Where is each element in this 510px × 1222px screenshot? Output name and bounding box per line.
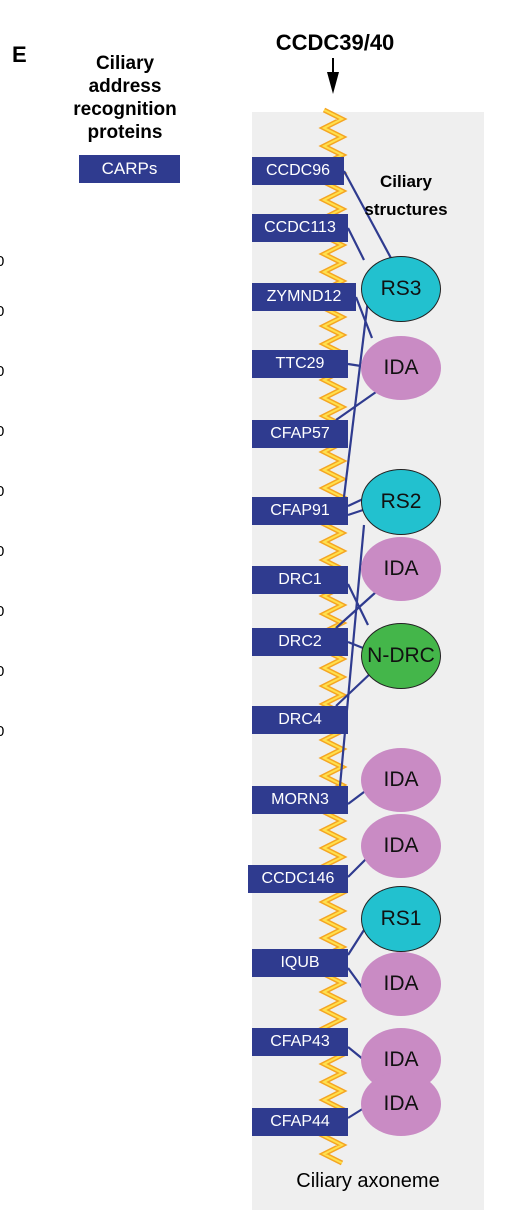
left-edge-tick: 0 (0, 363, 5, 380)
down-arrow-icon (327, 72, 339, 94)
connection-line (335, 671, 373, 707)
left-edge-tick: 0 (0, 543, 5, 560)
connection-line (354, 296, 374, 339)
legend-title-line: recognition (73, 99, 177, 120)
legend-title: Ciliary address recognition proteins (50, 52, 200, 144)
connection-line (347, 498, 364, 507)
legend-title-line: proteins (87, 122, 163, 143)
protein-box-ccdc96: CCDC96 (252, 157, 344, 185)
structure-rs1: RS1 (361, 886, 441, 952)
protein-box-cfap43: CFAP43 (252, 1028, 348, 1056)
protein-box-ccdc146: CCDC146 (248, 865, 348, 893)
legend-title-line: address (88, 76, 162, 97)
left-edge-tick: 0 (0, 723, 5, 740)
structure-rs3: RS3 (361, 256, 441, 322)
protein-box-drc2: DRC2 (252, 628, 348, 656)
protein-box-iqub: IQUB (252, 949, 348, 977)
structure-ida: IDA (361, 336, 441, 400)
protein-box-drc1: DRC1 (252, 566, 348, 594)
protein-box-morn3: MORN3 (252, 786, 348, 814)
left-edge-tick: 0 (0, 303, 5, 320)
left-edge-tick: 0 (0, 423, 5, 440)
top-label: CCDC39/40 (275, 30, 395, 55)
protein-box-cfap44: CFAP44 (252, 1108, 348, 1136)
protein-box-cfap57: CFAP57 (252, 420, 348, 448)
structures-label-line: Ciliary (380, 172, 432, 191)
protein-box-drc4: DRC4 (252, 706, 348, 734)
structures-label-line: structures (364, 200, 448, 219)
structures-label: Ciliary structures (360, 168, 452, 224)
protein-box-ttc29: TTC29 (252, 350, 348, 378)
connection-line (343, 170, 393, 261)
connection-line (338, 524, 366, 787)
structure-ndrc: N-DRC (361, 623, 441, 689)
protein-box-ccdc113: CCDC113 (252, 214, 348, 242)
structure-ida: IDA (361, 748, 441, 812)
structure-ida: IDA (361, 952, 441, 1016)
left-edge-tick: 0 (0, 483, 5, 500)
axoneme-label: Ciliary axoneme (296, 1170, 440, 1192)
structure-ida: IDA (361, 814, 441, 878)
connection-line (347, 362, 362, 368)
protein-box-zymnd12: ZYMND12 (252, 283, 356, 311)
legend-carps-box: CARPs (79, 155, 180, 183)
left-edge-tick: 0 (0, 603, 5, 620)
legend-title-line: Ciliary (95, 53, 155, 74)
structure-ida: IDA (361, 537, 441, 601)
left-edge-tick: 0 (0, 663, 5, 680)
connection-line (347, 583, 369, 626)
structure-ida: IDA (361, 1072, 441, 1136)
connection-line (342, 299, 370, 498)
left-edge-tick: 0 (0, 253, 5, 270)
protein-box-cfap91: CFAP91 (252, 497, 348, 525)
structure-rs2: RS2 (361, 469, 441, 535)
panel-letter: E (12, 42, 27, 67)
connection-line (347, 508, 364, 517)
connection-line (347, 227, 365, 261)
connection-line (347, 929, 365, 956)
